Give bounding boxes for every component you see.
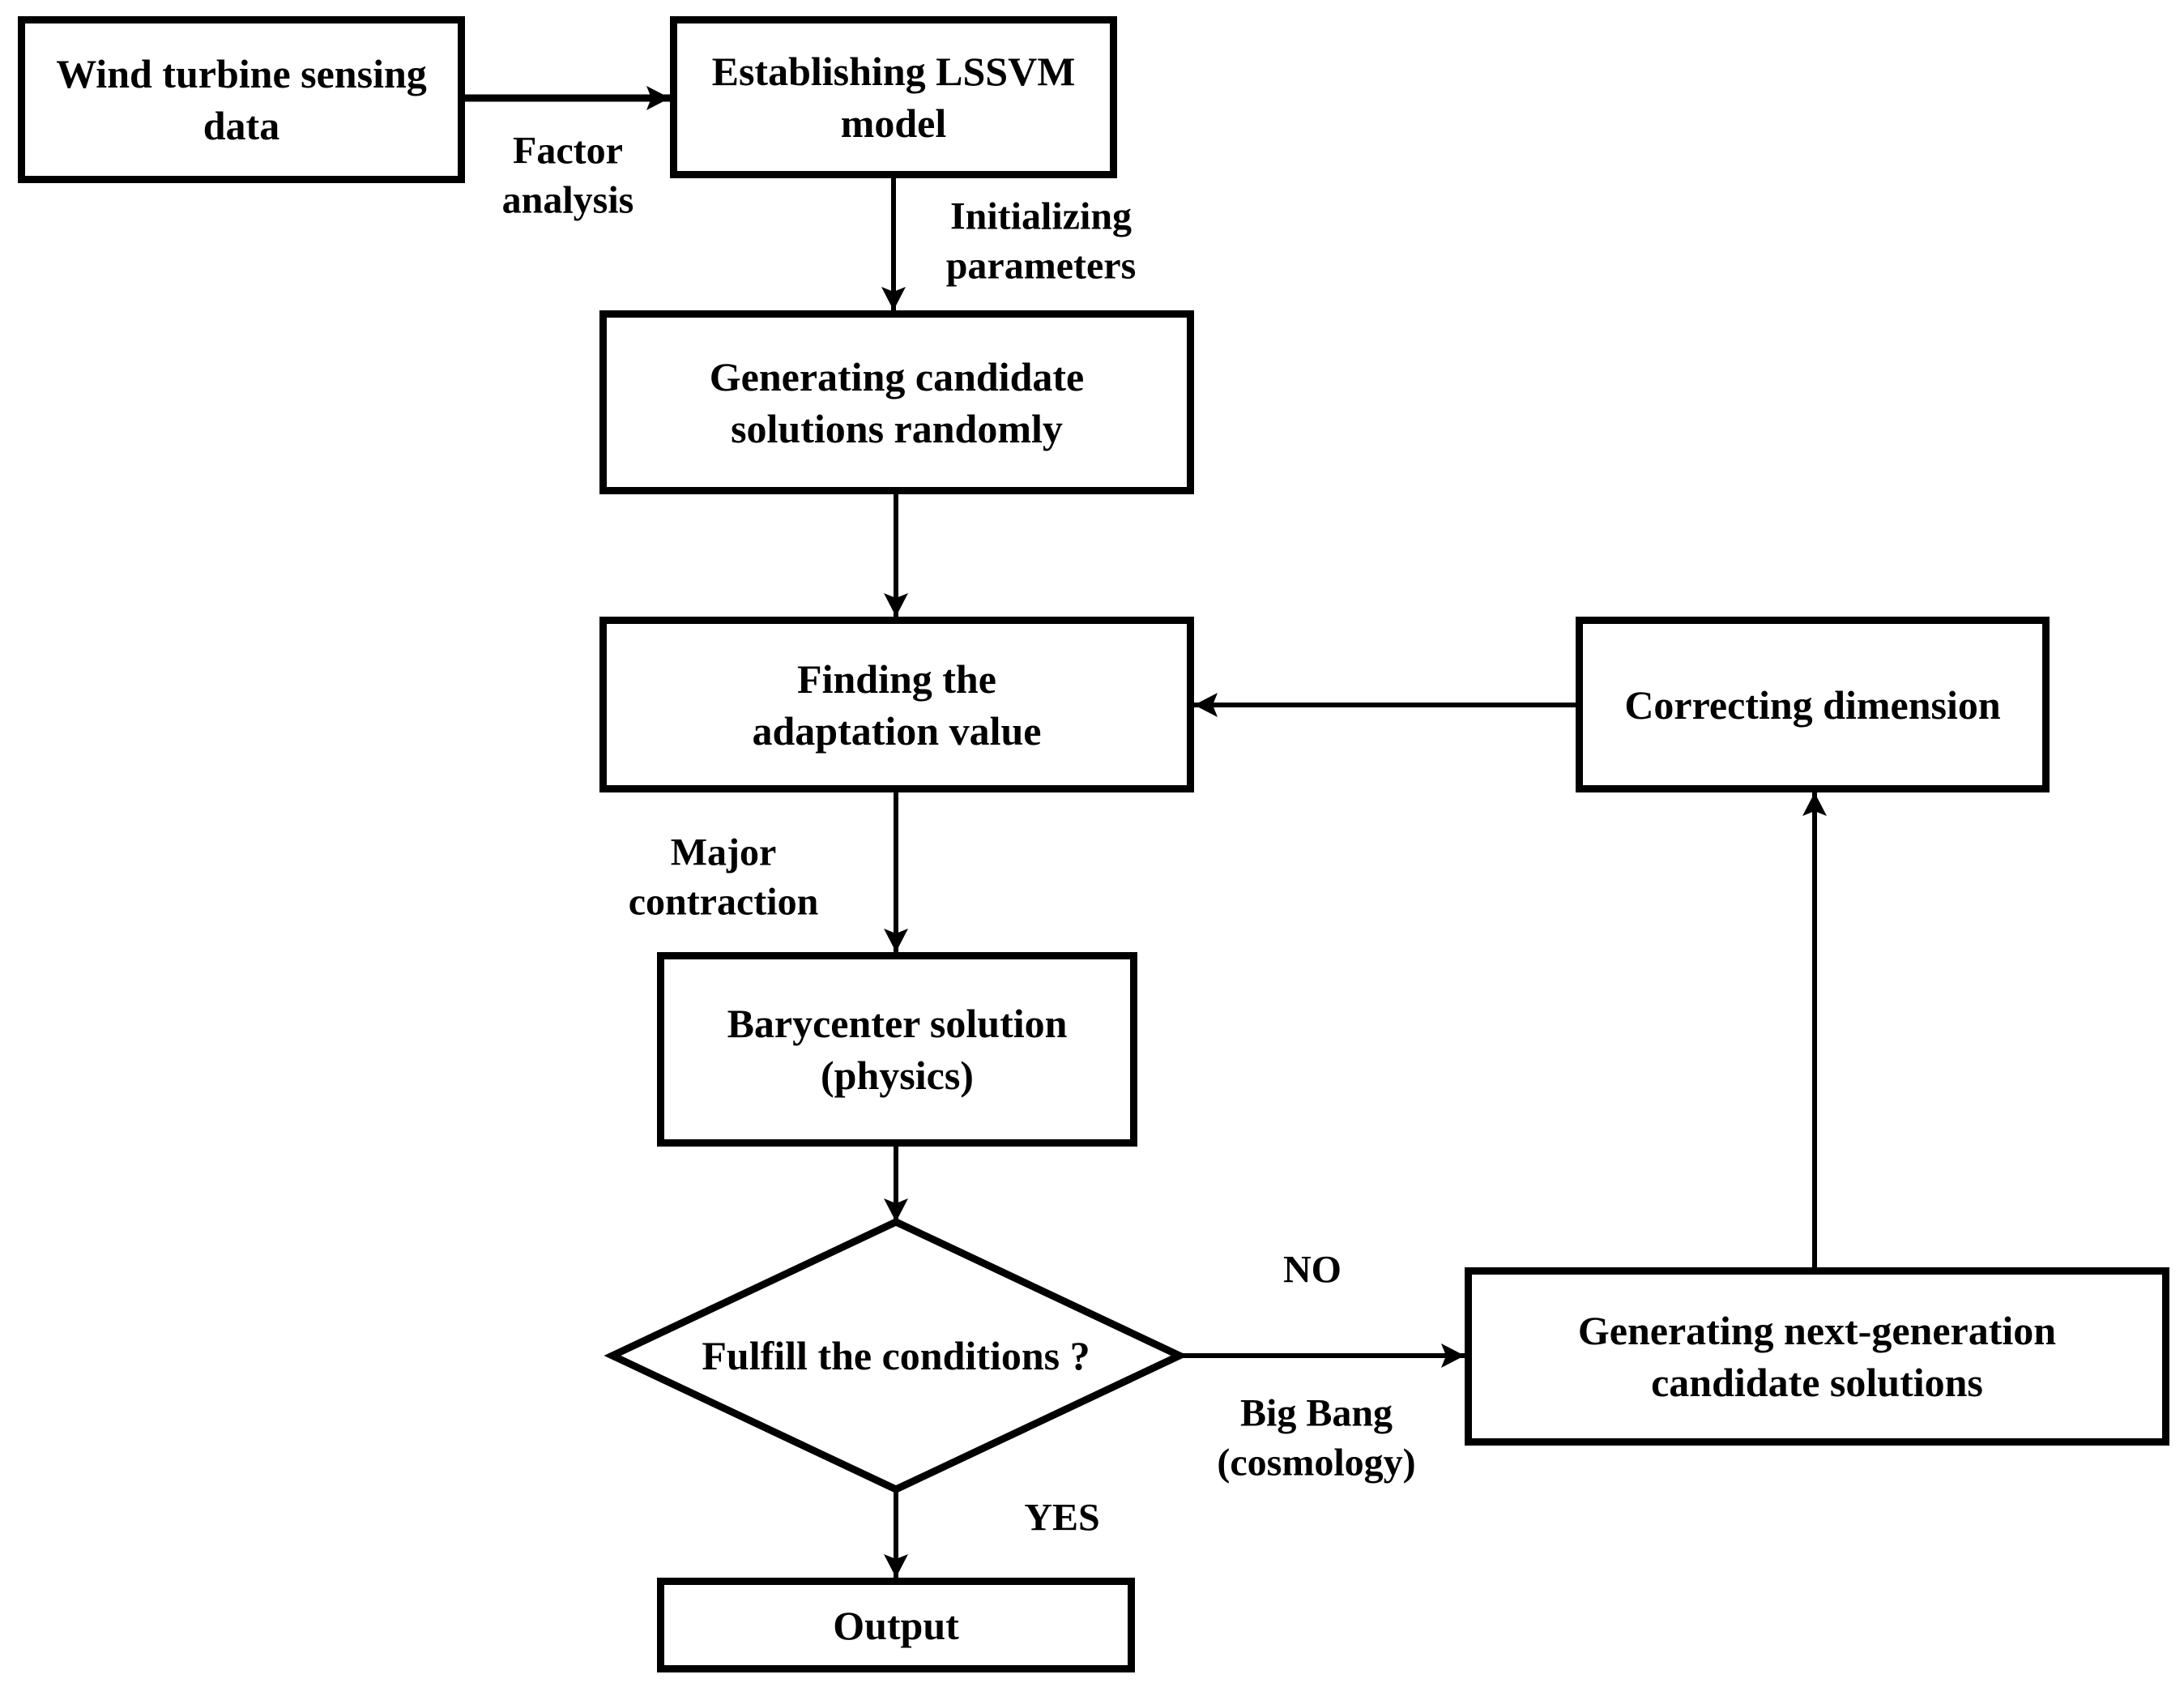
edge-label-factor-analysis: Factor analysis: [501, 129, 634, 222]
edge-label-major-contraction: Major contraction: [628, 831, 819, 924]
node-wind-turbine-sensing-data: Wind turbine sensing data: [18, 16, 465, 183]
node-correcting-dimension: Correcting dimension: [1576, 617, 2050, 792]
node-label: Generating candidate solutions randomly: [709, 353, 1085, 451]
node-label: Establishing LSSVM model: [711, 49, 1076, 146]
node-barycenter-solution: Barycenter solution (physics): [657, 952, 1137, 1147]
node-establishing-lssvm-model: Establishing LSSVM model: [670, 16, 1117, 178]
node-output: Output: [657, 1578, 1135, 1672]
node-label: Output: [833, 1602, 959, 1648]
edge-label-initializing-parameters: Initializing parameters: [945, 194, 1137, 288]
node-label: Correcting dimension: [1624, 681, 2001, 728]
node-label: Generating next-generation candidate sol…: [1577, 1308, 2057, 1405]
decision-diamond-shape: [604, 1218, 1188, 1493]
node-label: Fulfill the conditions ?: [702, 1333, 1090, 1378]
node-generating-next-generation: Generating next-generation candidate sol…: [1465, 1267, 2169, 1446]
node-generating-candidate-solutions: Generating candidate solutions randomly: [599, 310, 1194, 494]
node-label: Finding the adaptation value: [752, 656, 1042, 754]
edge-label-no: NO: [1283, 1248, 1342, 1292]
node-finding-adaptation-value: Finding the adaptation value: [599, 617, 1194, 792]
node-label: Wind turbine sensing data: [56, 51, 427, 148]
edge-label-yes: YES: [1024, 1496, 1100, 1540]
node-label: Barycenter solution (physics): [727, 1001, 1068, 1098]
edge-label-big-bang-cosmology: Big Bang (cosmology): [1217, 1391, 1416, 1484]
node-decision-fulfill-conditions: Fulfill the conditions ?: [645, 1299, 1147, 1412]
